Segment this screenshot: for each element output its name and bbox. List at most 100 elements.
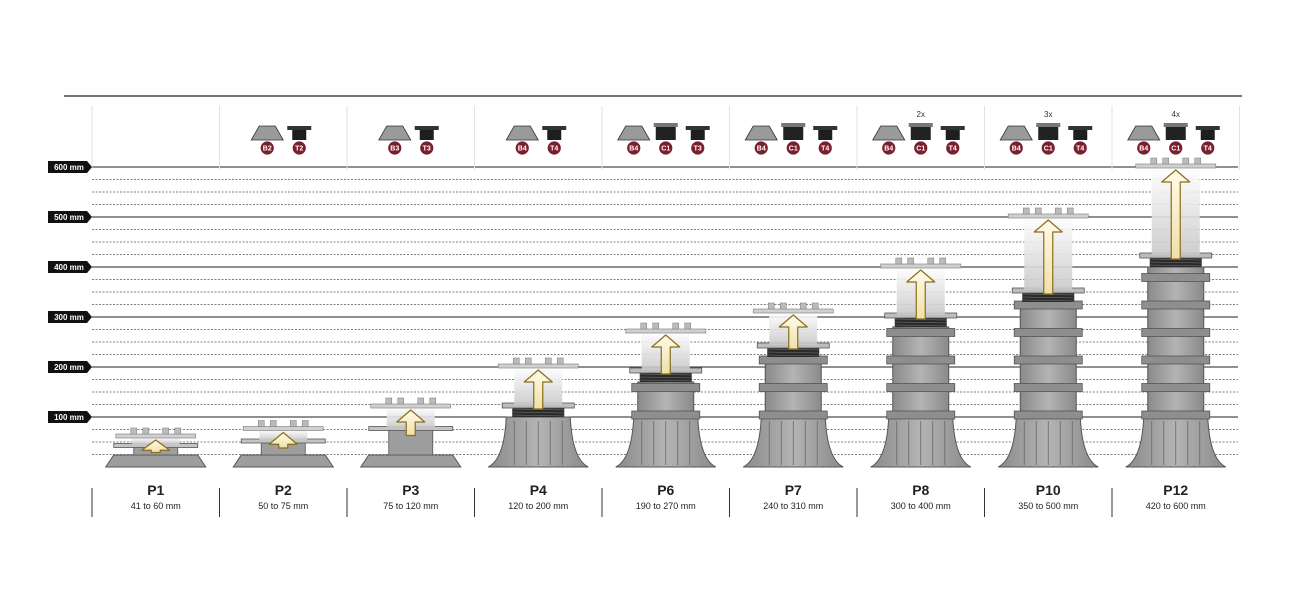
pedestal-head-max	[625, 328, 707, 334]
part-badge	[658, 140, 674, 156]
up-arrow	[523, 369, 553, 410]
coupler-band	[1141, 383, 1211, 392]
product-name: P7	[785, 482, 802, 498]
head-tab	[301, 420, 309, 427]
pedestal-head-max	[1007, 213, 1089, 219]
coupler-band	[1141, 355, 1211, 365]
head-tab	[907, 257, 915, 265]
product-label: P3 75 to 120 mm	[383, 482, 438, 511]
up-arrow	[906, 269, 936, 320]
head-tab	[672, 322, 680, 330]
coupler-band	[1013, 300, 1083, 310]
part-top-plate	[1195, 126, 1220, 130]
product-range: 50 to 75 mm	[258, 501, 308, 511]
head-tab	[927, 257, 935, 265]
pedestal-base	[104, 454, 207, 468]
part-badge	[419, 140, 435, 156]
part-code: B4	[1139, 146, 1148, 153]
coupler-band	[1013, 383, 1083, 392]
product-label: P1 41 to 60 mm	[131, 482, 181, 511]
pedestal-head-max	[115, 433, 197, 439]
thread-line	[894, 324, 947, 327]
up-arrow	[396, 409, 426, 437]
up-arrow	[1161, 169, 1191, 260]
head-tab	[1182, 157, 1190, 165]
pedestal-head-max	[497, 363, 579, 369]
head-tab	[895, 257, 903, 265]
product-name: P1	[147, 482, 164, 498]
part-coupler-cap	[1036, 123, 1061, 127]
pedestal-head-max	[242, 426, 324, 431]
thread	[894, 317, 947, 327]
product-range: 41 to 60 mm	[131, 501, 181, 511]
part-code: B4	[518, 146, 527, 153]
part-badge	[1072, 140, 1088, 156]
head-tab	[162, 427, 170, 435]
coupler-band	[758, 410, 828, 420]
product-name: P4	[530, 482, 547, 498]
part-multiplier: 2x	[917, 110, 925, 119]
coupler-band	[758, 355, 828, 365]
head-tab	[767, 302, 775, 310]
y-tick-tag	[48, 211, 92, 223]
head-tab	[269, 420, 277, 427]
product-range: 190 to 270 mm	[636, 501, 696, 511]
head-tab	[939, 257, 947, 265]
product-range: 350 to 500 mm	[1018, 501, 1078, 511]
pedestal-base	[232, 454, 335, 468]
part-code: C1	[1044, 146, 1053, 153]
y-tick-tag	[48, 261, 92, 273]
pedestal-p4	[488, 357, 589, 468]
y-tick-tag	[48, 311, 92, 323]
part-badge	[1040, 140, 1056, 156]
y-tick-text: 300 mm	[54, 313, 84, 322]
head-tab	[652, 322, 660, 330]
thread-line	[639, 376, 692, 379]
part-code: T4	[550, 146, 558, 153]
head-tab	[1034, 207, 1042, 215]
thread-line	[1149, 261, 1202, 264]
part-top-icon	[547, 130, 562, 140]
part-badge	[1136, 140, 1152, 156]
y-tick-label: 400 mm	[48, 261, 92, 273]
part-badge	[626, 140, 642, 156]
y-tick-tag	[48, 161, 92, 173]
part-base-icon	[250, 125, 284, 141]
part-top-plate	[685, 126, 710, 130]
head-tab	[684, 322, 692, 330]
coupler-band	[1141, 273, 1211, 282]
part-base-icon	[617, 125, 651, 141]
part-code: C1	[789, 146, 798, 153]
product-range: 300 to 400 mm	[891, 501, 951, 511]
head-tab	[1162, 157, 1170, 165]
part-badge	[785, 140, 801, 156]
part-badge	[1168, 140, 1184, 156]
coupler-band	[886, 410, 956, 420]
part-code: B4	[757, 146, 766, 153]
part-coupler-icon	[1038, 124, 1059, 140]
product-name: P3	[402, 482, 419, 498]
thread	[1022, 292, 1075, 302]
part-badge	[913, 140, 929, 156]
y-tick-label: 300 mm	[48, 311, 92, 323]
up-arrow	[268, 431, 298, 449]
pedestal-p8	[870, 257, 971, 468]
thread-line	[1149, 264, 1202, 267]
part-badge	[1200, 140, 1216, 156]
coupler-band	[1141, 410, 1211, 420]
y-tick-tag	[48, 411, 92, 423]
up-arrow	[141, 439, 171, 454]
product-range: 75 to 120 mm	[383, 501, 438, 511]
part-top-icon	[945, 130, 960, 140]
product-name: P12	[1163, 482, 1188, 498]
part-base-icon	[999, 125, 1033, 141]
thread	[1149, 257, 1202, 267]
head-tab	[1194, 157, 1202, 165]
up-arrow	[651, 334, 681, 375]
y-tick-label: 500 mm	[48, 211, 92, 223]
